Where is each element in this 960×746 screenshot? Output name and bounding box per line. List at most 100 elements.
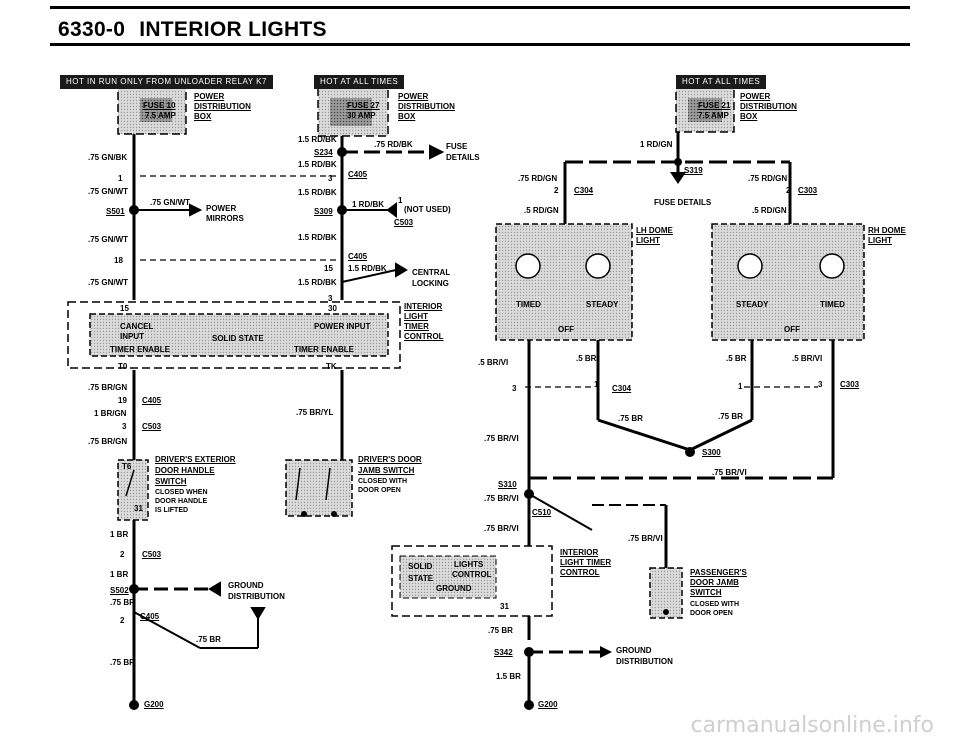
cancel-input-2: INPUT <box>120 332 144 341</box>
passenger-jamb-1: PASSENGER'S <box>690 568 747 577</box>
wire-br1-1: 1 BR <box>110 530 129 539</box>
pin-19: 19 <box>118 396 127 405</box>
connector-c405-mid: C405 <box>348 252 368 261</box>
wire-rdbk75: .75 RD/BK <box>374 140 413 149</box>
wire-rdbk15-5: 1.5 RD/BK <box>348 264 387 273</box>
wire-rdgn5-right: .5 RD/GN <box>752 206 787 215</box>
splice-s310: S310 <box>498 480 517 489</box>
wire-rdbk15-3: 1.5 RD/BK <box>298 188 337 197</box>
connector-c510: C510 <box>532 508 552 517</box>
wire-rdbk15-1: 1.5 RD/BK <box>298 135 337 144</box>
wire-rdgn75-right: .75 RD/GN <box>748 174 788 183</box>
fuse-details-2: DETAILS <box>446 153 480 162</box>
splice-dots <box>129 147 695 710</box>
lights-control-1: LIGHTS <box>454 560 484 569</box>
wire-br75-left: .75 BR <box>110 598 135 607</box>
splice-s501: S501 <box>106 207 125 216</box>
fuse-27-rating: 30 AMP <box>347 111 376 120</box>
fuse-box-10 <box>117 87 187 135</box>
wire-br5-left: .5 BR <box>576 354 597 363</box>
fuse-10-rating: 7.5 AMP <box>145 111 176 120</box>
splice-s309: S309 <box>314 207 333 216</box>
wire-br75-dome-left: .75 BR <box>618 414 643 423</box>
door-jamb-2: JAMB SWITCH <box>358 466 415 475</box>
rh-dome-1: RH DOME <box>868 226 906 235</box>
fuse-10-box-2: DISTRIBUTION <box>194 102 251 111</box>
central-locking-1: CENTRAL <box>412 268 451 277</box>
wire-br1-2: 1 BR <box>110 570 129 579</box>
passenger-jamb-5: DOOR OPEN <box>690 610 733 617</box>
lh-dome-1: LH DOME <box>636 226 673 235</box>
ilt-control-3: TIMER <box>404 322 429 331</box>
wire-brgn-1: .75 BR/GN <box>88 383 128 392</box>
splice-s234: S234 <box>314 148 333 157</box>
power-mirrors-1: POWER <box>206 204 237 213</box>
pin-2-c405: 2 <box>120 616 125 625</box>
splice-s319: S319 <box>684 166 703 175</box>
timer-enable-right: TIMER ENABLE <box>294 345 354 354</box>
wire-brgn-2: .75 BR/GN <box>88 437 128 446</box>
wire-brvi5-left: .5 BR/VI <box>478 358 509 367</box>
timer-enable-left: TIMER ENABLE <box>110 345 170 354</box>
wire-br75-dome-right: .75 BR <box>718 412 743 421</box>
fuse-box-21 <box>675 87 735 133</box>
arrow-power-mirrors <box>189 203 203 217</box>
wire-br15: 1.5 BR <box>496 672 521 681</box>
wire-brvi75-1: .75 BR/VI <box>484 434 519 443</box>
door-handle-4: CLOSED WHEN <box>155 489 208 496</box>
wire-rdbk15-4: 1.5 RD/BK <box>298 233 337 242</box>
rh-steady: STEADY <box>736 300 769 309</box>
door-handle-2: DOOR HANDLE <box>155 466 215 475</box>
door-jamb-3: CLOSED WITH <box>358 478 407 485</box>
wire-rdgn1: 1 RD/GN <box>640 140 673 149</box>
wire-gnwt-1: .75 GN/WT <box>88 187 129 196</box>
pin-3-c405: 3 <box>328 174 333 183</box>
passenger-jamb-2: DOOR JAMB <box>690 578 739 587</box>
wire-gnwt-2: .75 GN/WT <box>88 235 129 244</box>
ground-dist-right-1: GROUND <box>616 646 652 655</box>
fuse-10-box-1: POWER <box>194 92 225 101</box>
connector-c405-top: C405 <box>348 170 368 179</box>
wire-brvi75-4: .75 BR/VI <box>484 524 519 533</box>
ilt-control-1: INTERIOR <box>404 302 443 311</box>
pin-3-c303: 3 <box>818 380 823 389</box>
connector-c303-mid: C303 <box>840 380 860 389</box>
section-number: 6330-0 <box>58 18 126 41</box>
pin-31-lower: 31 <box>500 602 509 611</box>
passenger-door-jamb-switch <box>649 567 683 619</box>
header-rule-bottom <box>50 43 910 46</box>
banner-hot-at-all-times-right: HOT AT ALL TIMES <box>676 75 767 89</box>
wire-br5-right: .5 BR <box>726 354 747 363</box>
ilt-control-4: CONTROL <box>404 332 444 341</box>
pin-15-c405: 15 <box>324 264 333 273</box>
fuse-details-1: FUSE <box>446 142 468 151</box>
fuse-21-box-2: DISTRIBUTION <box>740 102 797 111</box>
pin-3-c304: 3 <box>512 384 517 393</box>
pin-3-left: 3 <box>122 422 127 431</box>
wire-brvi75-3: .75 BR/VI <box>484 494 519 503</box>
rh-dome-light-box <box>711 223 865 341</box>
wire-gnwt-3: .75 GN/WT <box>88 278 129 287</box>
wire-brvi75-2: .75 BR/VI <box>712 468 747 477</box>
connector-c503-center: C503 <box>394 218 414 227</box>
splice-s300: S300 <box>702 448 721 457</box>
door-handle-1: DRIVER'S EXTERIOR <box>155 455 236 464</box>
rh-dome-2: LIGHT <box>868 236 892 245</box>
fuse-27-box-3: BOX <box>398 112 416 121</box>
fuse-box-27 <box>317 87 389 137</box>
pin-2-c303: 2 <box>786 186 791 195</box>
door-jamb-4: DOOR OPEN <box>358 487 401 494</box>
door-handle-3: SWITCH <box>155 477 187 486</box>
lh-timed: TIMED <box>516 300 541 309</box>
fuse-27-box-1: POWER <box>398 92 429 101</box>
ilt-lower-3: CONTROL <box>560 568 600 577</box>
lh-dome-2: LIGHT <box>636 236 660 245</box>
pin-t6: T6 <box>122 462 132 471</box>
wire-gnwt-mirrors: .75 GN/WT <box>150 198 191 207</box>
fuse-21-label: FUSE 21 <box>698 101 731 110</box>
power-input: POWER INPUT <box>314 322 371 331</box>
connector-c503-left: C503 <box>142 422 162 431</box>
power-mirrors-2: MIRRORS <box>206 214 244 223</box>
banner-hot-at-all-times-center: HOT AT ALL TIMES <box>314 75 405 89</box>
